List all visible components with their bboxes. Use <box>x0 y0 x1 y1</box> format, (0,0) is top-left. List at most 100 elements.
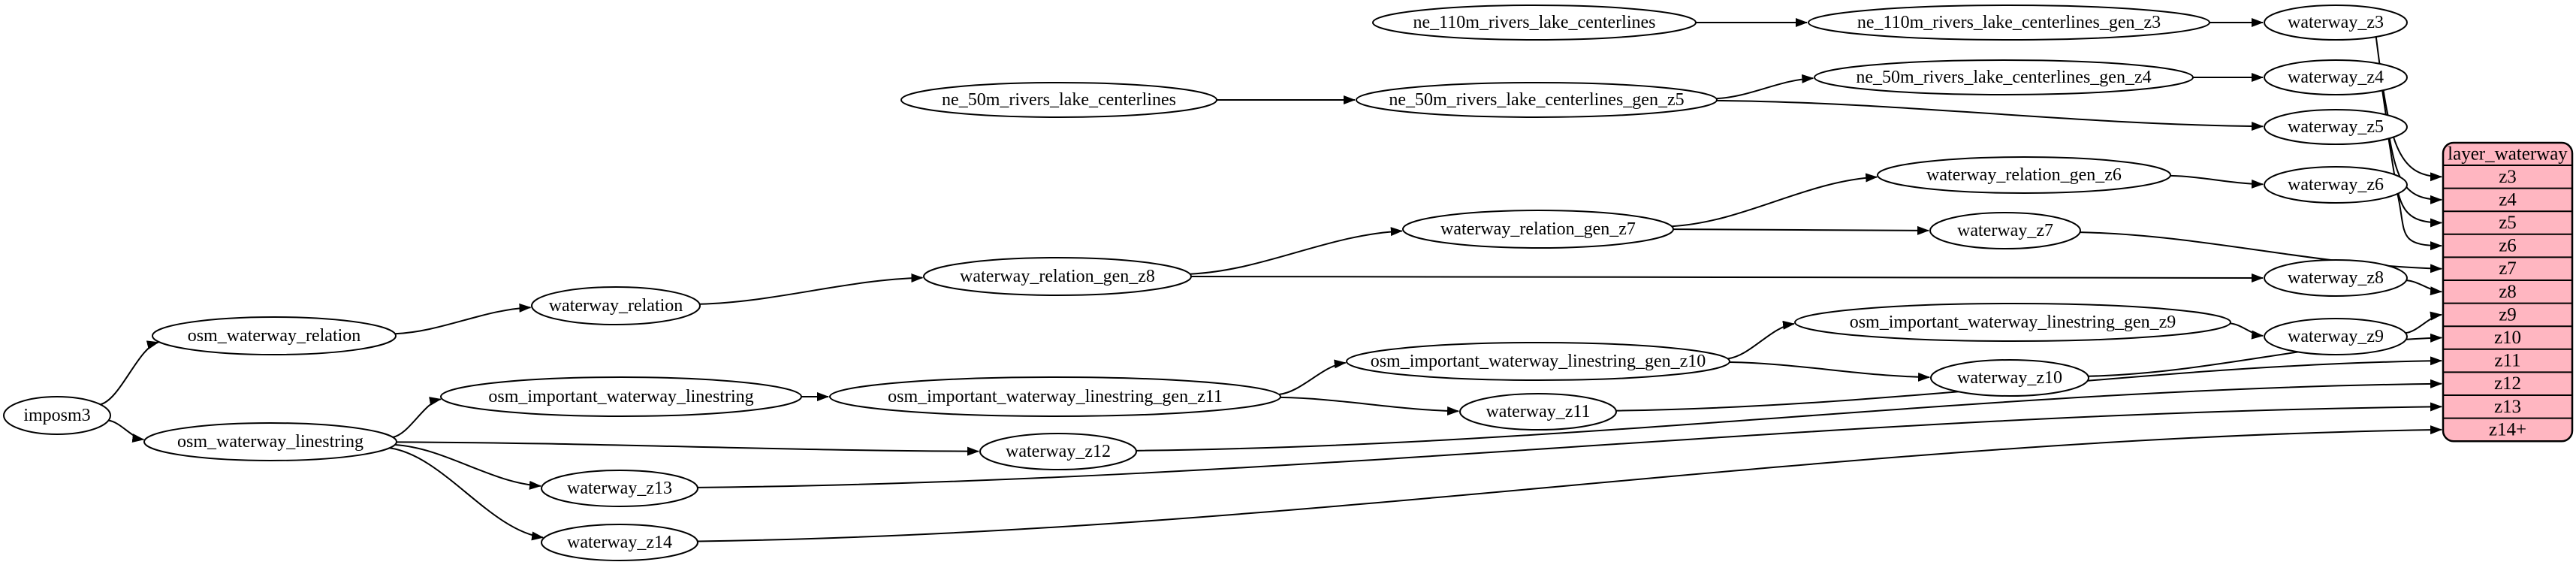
node-osm_important_waterway_linestring_gen_z10: osm_important_waterway_linestring_gen_z1… <box>1346 342 1730 381</box>
node-ellipse-ne_110m_rivers_lake_centerlines_gen_z3 <box>1808 5 2210 41</box>
node-ellipse-waterway_z12 <box>979 433 1137 470</box>
edge-waterway_z8-to-layer_waterway.z8 <box>2406 279 2442 296</box>
node-waterway_z5: waterway_z5 <box>2264 109 2408 145</box>
node-label-waterway_z11: waterway_z11 <box>1486 402 1590 421</box>
edge-waterway_z13-to-layer_waterway.z13 <box>697 402 2442 488</box>
node-ellipse-osm_waterway_linestring <box>143 422 397 461</box>
node-ellipse-waterway_relation_gen_z6 <box>1877 156 2171 194</box>
node-waterway_z3: waterway_z3 <box>2264 5 2408 41</box>
node-waterway_relation_gen_z8: waterway_relation_gen_z8 <box>923 257 1192 296</box>
edge-waterway_z5-to-layer_waterway.z5 <box>2387 138 2442 228</box>
edge-ne_50m_rivers_lake_centerlines_gen_z5-to-waterway_z5 <box>1716 99 2264 131</box>
edge-osm_important_waterway_linestring_gen_z9-to-waterway_z9 <box>2230 322 2264 340</box>
node-waterway_relation: waterway_relation <box>531 286 701 325</box>
edge-osm_waterway_linestring-to-osm_important_waterway_linestring <box>392 397 442 438</box>
node-label-imposm3: imposm3 <box>23 406 90 425</box>
node-waterway_z6: waterway_z6 <box>2264 166 2408 204</box>
node-ellipse-ne_110m_rivers_lake_centerlines <box>1372 5 1697 41</box>
node-label-ne_50m_rivers_lake_centerlines_gen_z4: ne_50m_rivers_lake_centerlines_gen_z4 <box>1856 68 2151 87</box>
node-ellipse-waterway_relation <box>531 286 701 325</box>
node-ellipse-waterway_z7 <box>1929 212 2081 249</box>
edge-waterway_relation_gen_z8-to-waterway_relation_gen_z7 <box>1190 227 1403 275</box>
node-label-osm_waterway_relation: osm_waterway_relation <box>188 326 361 346</box>
node-label-waterway_z8: waterway_z8 <box>2288 268 2384 288</box>
edge-osm_important_waterway_linestring_gen_z10-to-waterway_z10 <box>1729 361 1931 382</box>
table-row-label-z5: z5 <box>2499 213 2517 233</box>
node-waterway_z11: waterway_z11 <box>1459 393 1617 431</box>
edge-waterway_relation_gen_z7-to-waterway_relation_gen_z6 <box>1671 173 1878 228</box>
node-ellipse-osm_waterway_relation <box>152 316 397 355</box>
node-ellipse-waterway_z6 <box>2264 166 2408 204</box>
node-ellipse-ne_50m_rivers_lake_centerlines_gen_z5 <box>1356 82 1718 118</box>
node-label-osm_important_waterway_linestring: osm_important_waterway_linestring <box>488 387 753 406</box>
node-ellipse-ne_50m_rivers_lake_centerlines <box>900 82 1217 118</box>
node-label-waterway_relation_gen_z8: waterway_relation_gen_z8 <box>960 267 1155 286</box>
table-row-label-z3: z3 <box>2499 167 2517 187</box>
node-waterway_z7: waterway_z7 <box>1929 212 2081 249</box>
edge-waterway_z7-to-layer_waterway.z7 <box>2080 231 2442 273</box>
table-row-label-z6: z6 <box>2499 236 2517 256</box>
node-waterway_relation_gen_z7: waterway_relation_gen_z7 <box>1402 210 1674 249</box>
node-waterway_z9: waterway_z9 <box>2264 318 2408 355</box>
node-label-waterway_z6: waterway_z6 <box>2288 175 2384 195</box>
node-ellipse-waterway_relation_gen_z8 <box>923 257 1192 296</box>
node-osm_important_waterway_linestring_gen_z11: osm_important_waterway_linestring_gen_z1… <box>829 376 1281 417</box>
node-ellipse-waterway_relation_gen_z7 <box>1402 210 1674 249</box>
node-waterway_z10: waterway_z10 <box>1930 359 2089 397</box>
node-label-waterway_relation_gen_z6: waterway_relation_gen_z6 <box>1926 165 2122 185</box>
edge-osm_important_waterway_linestring_gen_z10-to-osm_important_waterway_linestring_gen_z9 <box>1727 320 1795 360</box>
node-ellipse-osm_important_waterway_linestring <box>440 376 802 417</box>
node-label-ne_50m_rivers_lake_centerlines: ne_50m_rivers_lake_centerlines <box>942 90 1176 110</box>
edge-osm_waterway_relation-to-waterway_relation <box>394 303 532 335</box>
node-waterway_z13: waterway_z13 <box>541 470 698 507</box>
node-label-waterway_relation_gen_z7: waterway_relation_gen_z7 <box>1440 219 1636 239</box>
node-ne_110m_rivers_lake_centerlines_gen_z3: ne_110m_rivers_lake_centerlines_gen_z3 <box>1808 5 2210 41</box>
node-label-osm_important_waterway_linestring_gen_z11: osm_important_waterway_linestring_gen_z1… <box>888 387 1223 406</box>
node-ne_50m_rivers_lake_centerlines_gen_z5: ne_50m_rivers_lake_centerlines_gen_z5 <box>1356 82 1718 118</box>
edge-waterway_z12-to-layer_waterway.z12 <box>1136 379 2442 452</box>
node-ellipse-imposm3 <box>3 396 111 435</box>
node-label-osm_important_waterway_linestring_gen_z9: osm_important_waterway_linestring_gen_z9 <box>1850 313 2176 332</box>
node-label-waterway_z14: waterway_z14 <box>567 533 672 552</box>
edge-imposm3-to-osm_waterway_relation <box>100 340 159 406</box>
node-ellipse-osm_important_waterway_linestring_gen_z11 <box>829 376 1281 417</box>
table-layer-waterway: layer_waterwayz3z4z5z6z7z8z9z10z11z12z13… <box>2442 141 2574 443</box>
node-ellipse-ne_50m_rivers_lake_centerlines_gen_z4 <box>1814 59 2194 95</box>
node-label-osm_waterway_linestring: osm_waterway_linestring <box>177 432 363 452</box>
node-ellipse-waterway_z14 <box>541 524 698 561</box>
node-osm_important_waterway_linestring_gen_z9: osm_important_waterway_linestring_gen_z9 <box>1794 303 2231 342</box>
edge-waterway_z14-to-layer_waterway.z14+ <box>697 425 2442 542</box>
edges <box>100 18 2442 542</box>
edge-waterway_relation-to-waterway_relation_gen_z8 <box>699 273 924 305</box>
node-waterway_z14: waterway_z14 <box>541 524 698 561</box>
node-label-ne_110m_rivers_lake_centerlines_gen_z3: ne_110m_rivers_lake_centerlines_gen_z3 <box>1857 13 2161 32</box>
node-ellipse-waterway_z8 <box>2264 259 2408 297</box>
node-waterway_z4: waterway_z4 <box>2264 59 2408 95</box>
table-row-label-z7: z7 <box>2499 258 2517 279</box>
node-imposm3: imposm3 <box>3 396 111 435</box>
node-ellipse-waterway_z4 <box>2264 59 2408 95</box>
node-ellipse-osm_important_waterway_linestring_gen_z9 <box>1794 303 2231 342</box>
node-ne_110m_rivers_lake_centerlines: ne_110m_rivers_lake_centerlines <box>1372 5 1697 41</box>
node-label-ne_50m_rivers_lake_centerlines_gen_z5: ne_50m_rivers_lake_centerlines_gen_z5 <box>1389 90 1684 110</box>
edge-osm_important_waterway_linestring_gen_z11-to-osm_important_waterway_linestring_gen_z10 <box>1278 359 1347 395</box>
edge-waterway_relation_gen_z6-to-waterway_z6 <box>2170 174 2264 189</box>
node-osm_waterway_relation: osm_waterway_relation <box>152 316 397 355</box>
node-ellipse-waterway_z10 <box>1930 359 2089 397</box>
node-label-waterway_z4: waterway_z4 <box>2288 68 2384 87</box>
edge-waterway_relation_gen_z7-to-waterway_z7 <box>1673 225 1929 235</box>
table-row-label-z11: z11 <box>2494 351 2520 371</box>
table-row-label-z8: z8 <box>2499 282 2517 302</box>
node-label-waterway_relation: waterway_relation <box>549 296 683 316</box>
node-ne_50m_rivers_lake_centerlines_gen_z4: ne_50m_rivers_lake_centerlines_gen_z4 <box>1814 59 2194 95</box>
node-osm_waterway_linestring: osm_waterway_linestring <box>143 422 397 461</box>
node-label-waterway_z12: waterway_z12 <box>1006 442 1111 461</box>
node-label-waterway_z3: waterway_z3 <box>2288 13 2384 32</box>
node-label-waterway_z7: waterway_z7 <box>1957 221 2053 240</box>
nodes: imposm3 osm_waterway_relation osm_waterway… <box>3 5 2408 561</box>
edge-ne_50m_rivers_lake_centerlines_gen_z5-to-ne_50m_rivers_lake_centerlines_gen_z4 <box>1716 74 1814 100</box>
node-ellipse-waterway_z9 <box>2264 318 2408 355</box>
table-row-label-z13: z13 <box>2494 397 2521 417</box>
edge-osm_waterway_linestring-to-waterway_z14 <box>389 447 544 541</box>
